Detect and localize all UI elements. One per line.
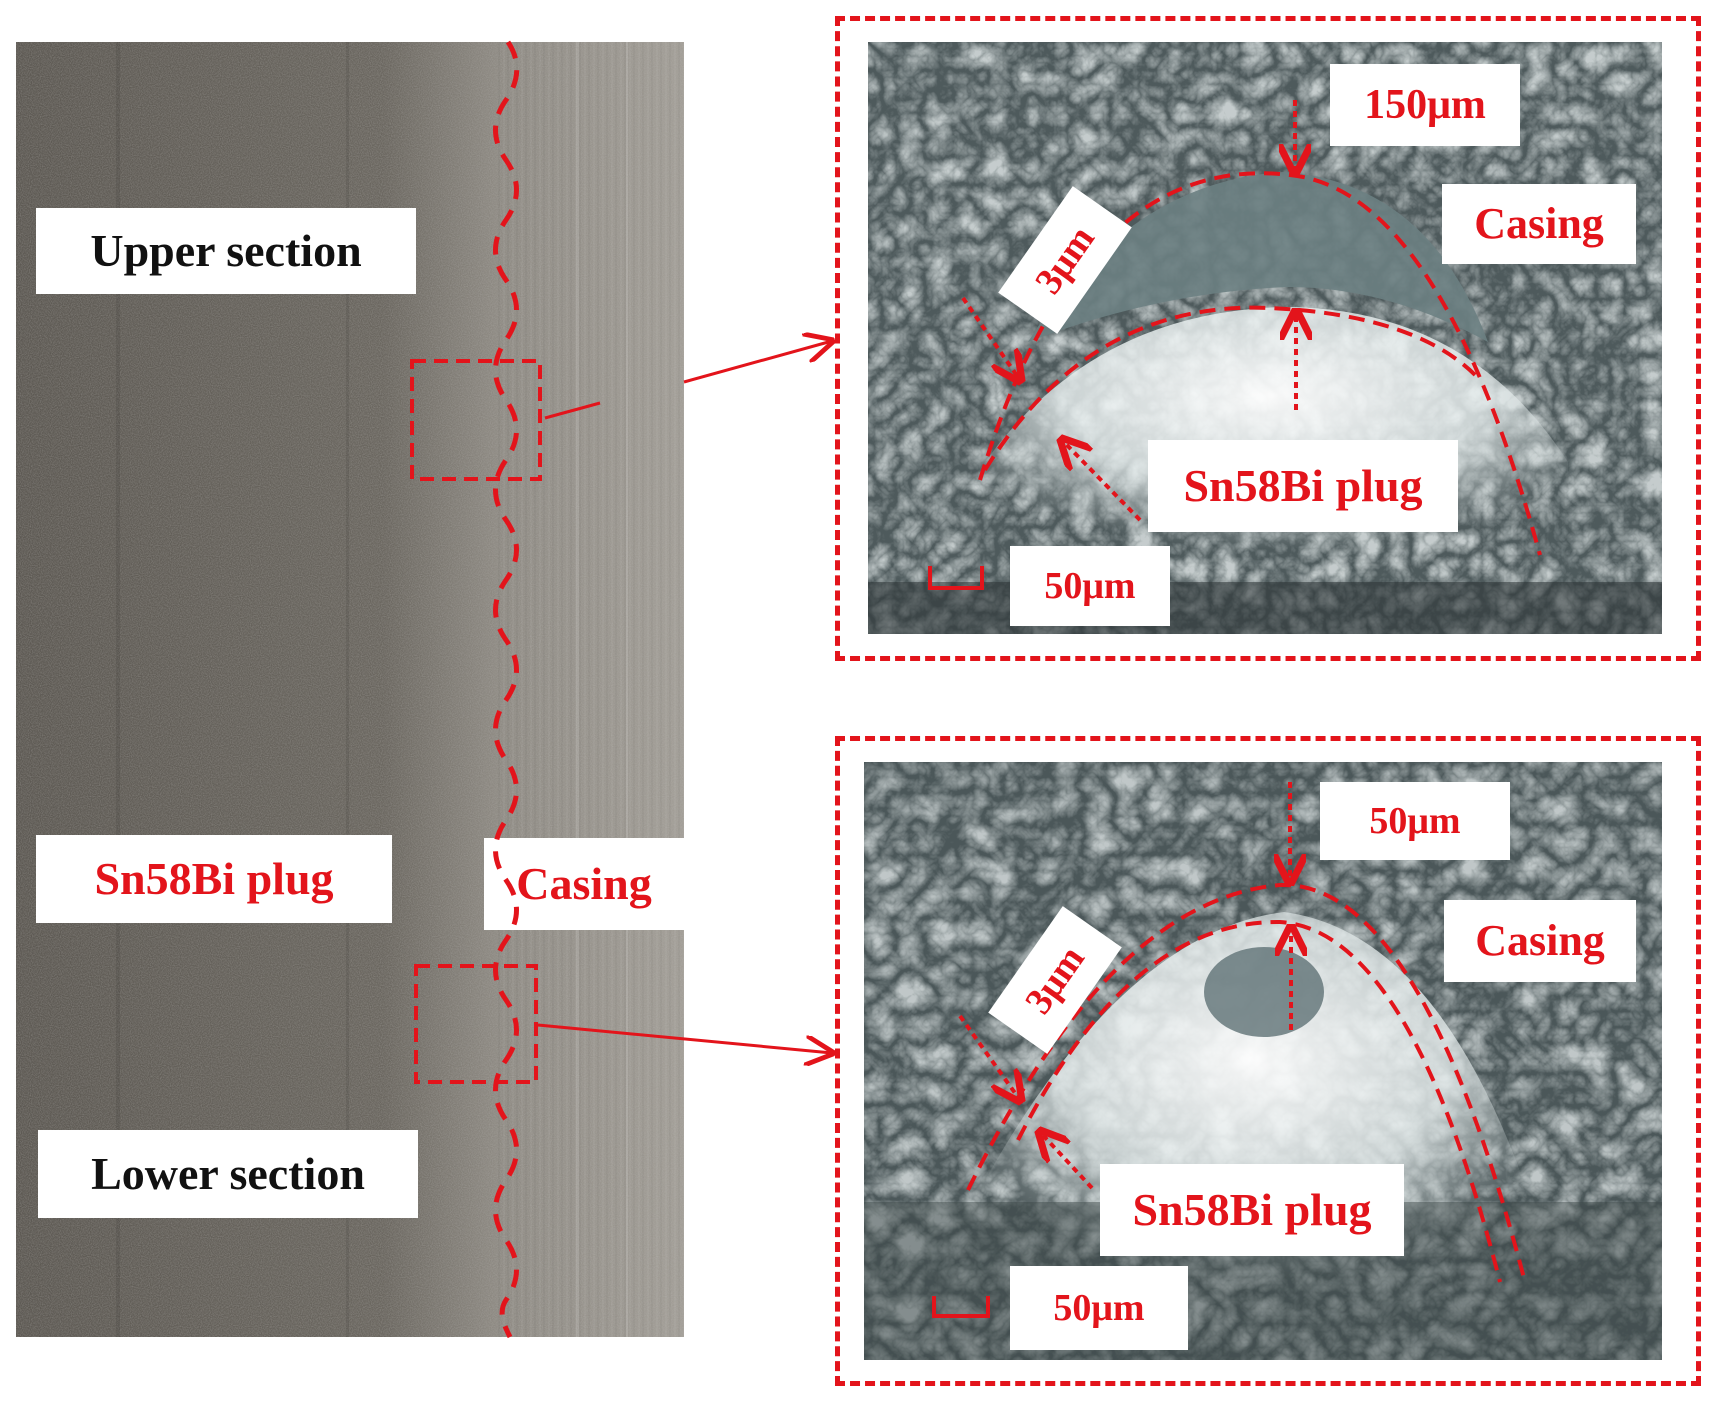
top-micrograph — [868, 42, 1662, 634]
top-micrograph-texture — [868, 42, 1662, 634]
bottom-micrograph — [864, 762, 1662, 1360]
upper-connector-arrow — [683, 341, 832, 384]
top-plug-label: Sn58Bi plug — [1148, 440, 1458, 532]
bottom-scale-label: 50μm — [1010, 1266, 1188, 1350]
bottom-detail-frame — [835, 736, 1701, 1386]
casing-label: Casing — [484, 838, 684, 930]
lower-section-label: Lower section — [38, 1130, 418, 1218]
bottom-plug-label: Sn58Bi plug — [1100, 1164, 1404, 1256]
bottom-micrograph-texture — [864, 762, 1662, 1360]
top-casing-label: Casing — [1442, 184, 1636, 264]
macro-photo-panel: Upper section Lower section Sn58Bi plug … — [16, 42, 684, 1337]
upper-section-label: Upper section — [36, 208, 416, 294]
top-depth-label: 150μm — [1330, 64, 1520, 146]
plug-label: Sn58Bi plug — [36, 835, 392, 923]
bottom-depth-label: 50μm — [1320, 782, 1510, 860]
bottom-casing-label: Casing — [1444, 900, 1636, 982]
top-scale-label: 50μm — [1010, 546, 1170, 626]
